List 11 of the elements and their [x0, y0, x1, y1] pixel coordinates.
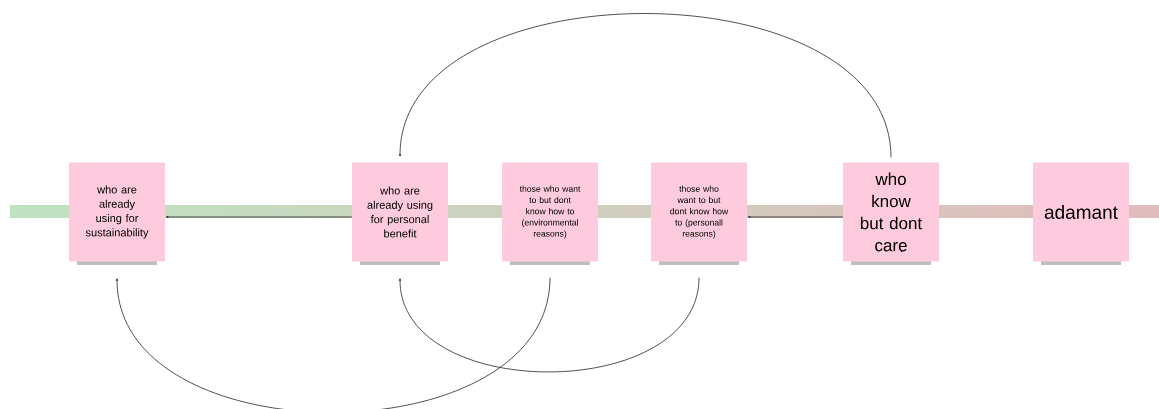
- arrow: [165, 215, 353, 219]
- sticky-note: adamant: [1033, 162, 1129, 265]
- sticky-note: those who want to but dont know how to (environmental reasons): [502, 162, 598, 265]
- sticky-note: who know but dont care: [843, 162, 939, 265]
- arrow: [747, 215, 844, 219]
- arrow: [115, 277, 551, 409]
- arrow: [398, 13, 892, 158]
- sticky-note: who are already using for personal benefit: [352, 162, 448, 265]
- sticky-note: who are already using for sustainability: [69, 162, 165, 265]
- arrow: [398, 277, 700, 373]
- sticky-note: those who want to but dont know how to (personall reasons): [651, 162, 747, 265]
